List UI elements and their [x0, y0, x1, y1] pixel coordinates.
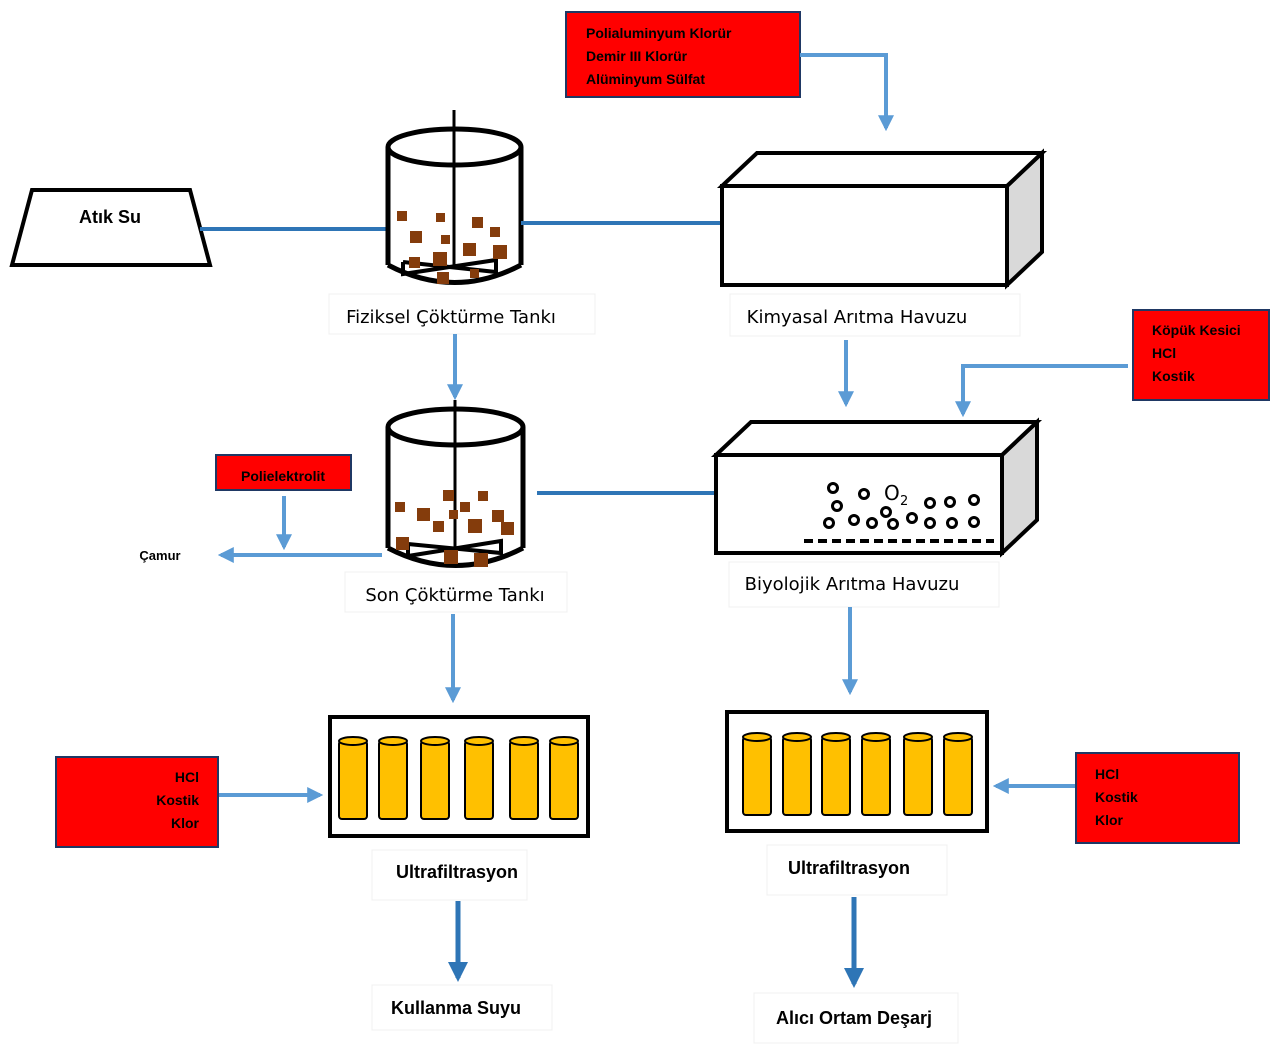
coagulant-item: Alüminyum Sülfat	[586, 71, 705, 87]
physical-settling-tank	[385, 110, 524, 285]
additive-item: Köpük Kesici	[1152, 322, 1241, 338]
uf-left-chemical: Klor	[171, 815, 200, 831]
uf-right-chemical: Klor	[1095, 812, 1124, 828]
uf-right-chemical: Kostik	[1095, 789, 1138, 805]
additive-item: HCl	[1152, 345, 1176, 361]
final-tank-label: Son Çöktürme Tankı	[365, 585, 544, 606]
coagulant-item: Demir III Klorür	[586, 48, 688, 64]
air-bubbles	[823, 482, 980, 530]
uf-unit-right	[725, 710, 989, 833]
oxygen-label: O	[884, 481, 900, 505]
waste-water-label: Atık Su	[79, 207, 141, 227]
biological-treatment-pool: O 2	[710, 417, 1043, 558]
final-settling-tank	[385, 400, 526, 568]
uf-right-chemical-box: HCl Kostik Klor	[1075, 752, 1240, 844]
coagulant-arrow	[800, 53, 894, 132]
waste-water-node: Atık Su	[9, 188, 213, 267]
uf-unit-left	[328, 715, 590, 838]
uf-left-chemical: HCl	[175, 769, 199, 785]
uf-left-chemical: Kostik	[156, 792, 199, 808]
uf-left-label: Ultrafiltrasyon	[396, 862, 518, 882]
additive-item: Kostik	[1152, 368, 1195, 384]
sludge-label: Çamur	[139, 548, 180, 563]
biological-additives-box: Köpük Kesici HCl Kostik	[1132, 309, 1270, 401]
discharge-label: Alıcı Ortam Deşarj	[776, 1008, 932, 1028]
coagulant-box: Polialuminyum Klorür Demir III Klorür Al…	[565, 11, 801, 98]
chemical-treatment-pool	[716, 148, 1048, 290]
uf-right-chemical: HCl	[1095, 766, 1119, 782]
coagulant-item: Polialuminyum Klorür	[586, 25, 732, 41]
oxygen-subscript: 2	[900, 494, 908, 509]
biological-pool-label: Biyolojik Arıtma Havuzu	[745, 574, 960, 595]
uf-right-label: Ultrafiltrasyon	[788, 858, 910, 878]
particles	[395, 490, 514, 567]
particles	[397, 211, 507, 284]
additives-arrow	[955, 364, 1128, 418]
chemical-pool-label: Kimyasal Arıtma Havuzu	[747, 307, 968, 328]
polyelectrolyte-label: Polielektrolit	[241, 468, 325, 484]
uf-left-chemical-box: HCl Kostik Klor	[55, 756, 219, 848]
physical-tank-label: Fiziksel Çöktürme Tankı	[346, 307, 556, 328]
polyelectrolyte-box: Polielektrolit	[215, 454, 352, 491]
usage-water-label: Kullanma Suyu	[391, 998, 521, 1018]
